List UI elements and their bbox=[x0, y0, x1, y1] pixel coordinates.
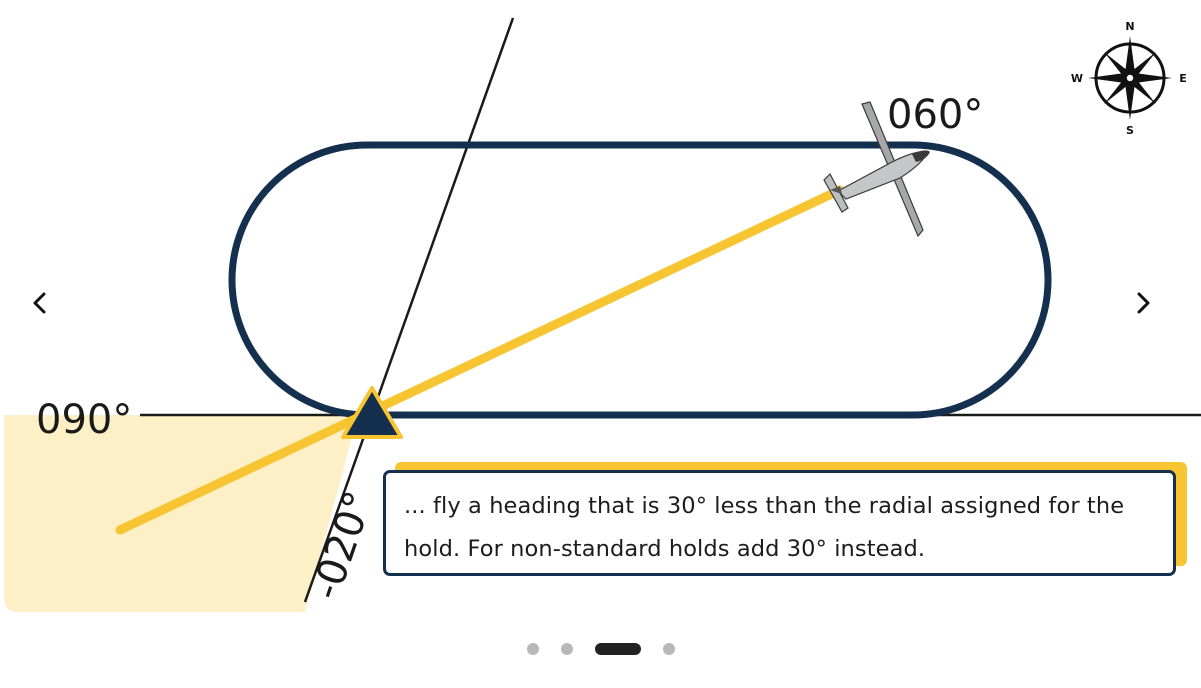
aircraft-icon bbox=[823, 101, 930, 238]
inbound-heading-label: 090° bbox=[36, 397, 132, 443]
carousel-pagination bbox=[0, 640, 1201, 658]
holding-racetrack bbox=[228, 141, 1052, 419]
callout-box: ... fly a heading that is 30° less than … bbox=[383, 470, 1176, 576]
holding-fix-triangle bbox=[341, 386, 403, 439]
pagination-dot-1[interactable] bbox=[526, 643, 539, 655]
aircraft-heading-label: 060° bbox=[887, 92, 983, 138]
callout-text: ... fly a heading that is 30° less than … bbox=[404, 493, 1125, 562]
holding-pattern-diagram: 090° 060° -020° N S W E bbox=[4, 17, 1201, 612]
radial-line bbox=[303, 17, 515, 603]
heading-line bbox=[115, 185, 845, 535]
compass-rose-icon: N S W E bbox=[1071, 20, 1187, 137]
pagination-dot-4[interactable] bbox=[662, 643, 675, 655]
pagination-dot-3-active[interactable] bbox=[594, 643, 641, 655]
compass-south: S bbox=[1126, 124, 1134, 137]
compass-north: N bbox=[1125, 20, 1134, 33]
pagination-dot-2[interactable] bbox=[560, 643, 573, 655]
compass-east: E bbox=[1179, 72, 1187, 85]
next-slide-button[interactable] bbox=[1133, 290, 1177, 334]
compass-west: W bbox=[1071, 72, 1083, 85]
carousel-slide: 090° 060° -020° N S W E ... fly a headin… bbox=[4, 17, 1201, 612]
chevron-left-icon bbox=[33, 292, 46, 314]
chevron-right-icon bbox=[1137, 292, 1150, 314]
previous-slide-button[interactable] bbox=[30, 290, 74, 334]
